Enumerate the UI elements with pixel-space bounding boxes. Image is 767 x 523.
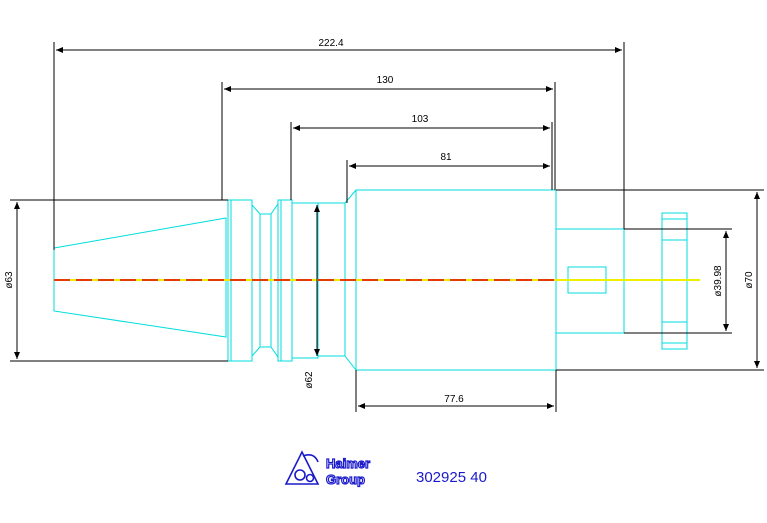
dim-text-130: 130 [377, 75, 394, 86]
logo-text-line2: Group [326, 472, 365, 487]
dim-text-222-4: 222.4 [318, 38, 343, 49]
dim-text-dia-70: ø70 [744, 271, 755, 289]
taper-shank [53, 217, 227, 338]
part-number: 302925 40 [416, 469, 487, 486]
logo-mark-icon [284, 450, 320, 485]
dim-text-103: 103 [412, 114, 429, 125]
dim-text-dia-62: ø62 [304, 371, 315, 389]
dim-text-77-6: 77.6 [444, 394, 464, 405]
dim-text-dia-63: ø63 [4, 271, 15, 289]
dim-text-81: 81 [440, 152, 452, 163]
company-logo: Haimer Group [284, 450, 371, 488]
dimension-lines [10, 42, 764, 412]
dim-text-dia-39-98: ø39.98 [713, 265, 724, 297]
logo-text-line1: Haimer [326, 456, 370, 471]
